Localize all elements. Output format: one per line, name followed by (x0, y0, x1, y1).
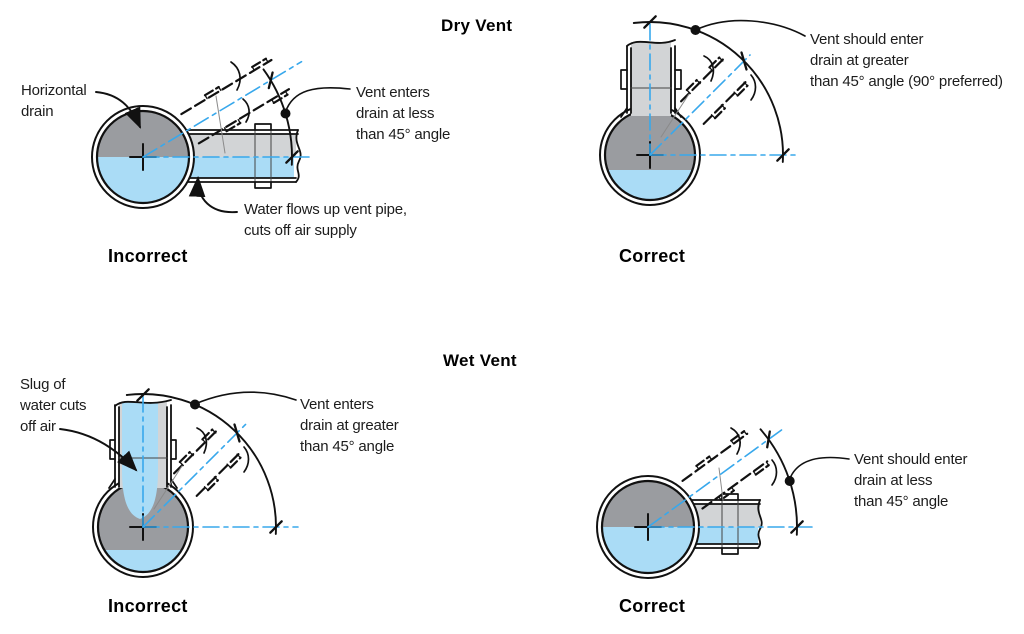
note-line: than 45° angle (300, 438, 395, 455)
wet-incorrect-verdict: Incorrect (108, 596, 188, 616)
leader-dot (784, 476, 795, 486)
wet-correct-verdict: Correct (619, 596, 686, 616)
note-line: drain (21, 103, 54, 120)
note-line: cuts off air supply (244, 222, 357, 239)
leader-line (194, 391, 297, 405)
wet-correct-angle-note: Vent should enter drain at less than 45°… (854, 449, 968, 512)
note-line: drain at greater (300, 417, 399, 434)
leader-line (788, 456, 850, 480)
centerlines (649, 23, 801, 156)
water-flow-arrow (188, 175, 238, 214)
angle-dimension-arc (632, 15, 806, 163)
vertical-vent-stack (620, 39, 682, 118)
horizontal-drain-arrow (95, 91, 141, 129)
note-line: Vent should enter (810, 31, 924, 48)
note-line: Vent enters (300, 396, 374, 413)
angle-dimension-arc (759, 428, 850, 536)
angle-dimension-arc (262, 68, 351, 166)
water-flow-note: Water flows up vent pipe, cuts off air s… (244, 199, 407, 241)
dry-vent-title: Dry Vent (441, 16, 513, 35)
dry-incorrect-verdict: Incorrect (108, 246, 188, 266)
note-line: drain at less (356, 105, 435, 122)
centerlines (647, 429, 813, 528)
note-line: off air (20, 418, 56, 435)
dry-incorrect-angle-note: Vent enters drain at less than 45° angle (356, 82, 450, 145)
leader-line (284, 86, 351, 113)
dry-correct-diagram (599, 15, 806, 206)
wet-incorrect-angle-note: Vent enters drain at greater than 45° an… (300, 394, 399, 457)
horizontal-drain-pipe (169, 123, 302, 189)
slug-arrow (59, 428, 138, 472)
dry-incorrect-diagram (91, 57, 351, 214)
vent-pipe-dashed (180, 57, 290, 154)
wet-incorrect-diagram (59, 388, 299, 578)
note-line: Vent should enter (854, 451, 968, 468)
note-line: than 45° angle (356, 126, 451, 143)
vent-pipe-dashed (153, 427, 250, 510)
note-line: drain at less (854, 472, 933, 489)
centerlines (142, 395, 299, 528)
note-line: than 45° angle (854, 493, 949, 510)
leader-line (694, 19, 806, 37)
note-line: Water flows up vent pipe, (244, 201, 407, 218)
note-line: Horizontal (21, 82, 87, 99)
horizontal-drain-label: Horizontal drain (21, 80, 87, 122)
vent-pipe-dashed (681, 427, 778, 510)
leader-dot (280, 108, 291, 119)
slug-label: Slug of water cuts off air (20, 374, 87, 437)
note-line: Slug of (20, 376, 66, 393)
wet-correct-diagram (596, 427, 850, 579)
wet-vent-title: Wet Vent (443, 351, 517, 370)
water-slug (122, 402, 158, 519)
angle-dimension-arc (125, 388, 297, 535)
dry-correct-angle-note: Vent should enter drain at greater than … (810, 29, 1003, 92)
note-line: than 45° angle (90° preferred) (810, 73, 1003, 90)
vent-pipe-dashed (660, 55, 757, 138)
note-line: water cuts (20, 397, 87, 414)
note-line: drain at greater (810, 52, 909, 69)
centerlines (142, 60, 313, 158)
dry-correct-verdict: Correct (619, 246, 686, 266)
note-line: Vent enters (356, 84, 430, 101)
